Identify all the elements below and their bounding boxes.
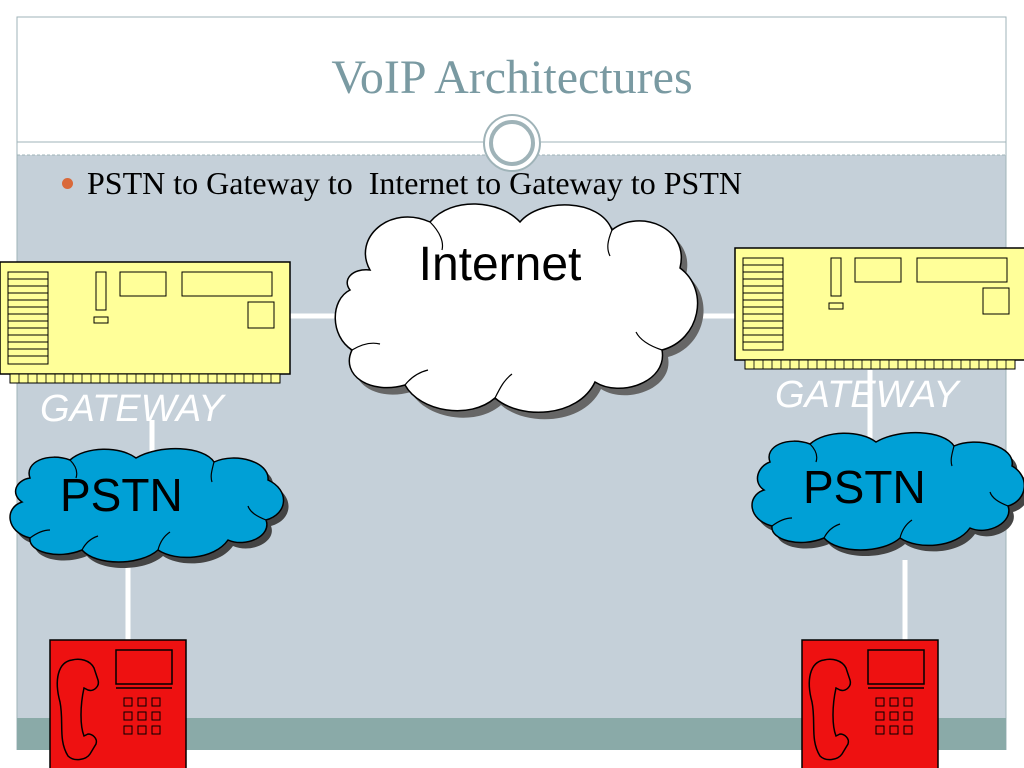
pstn-right-label: PSTN [803, 461, 926, 513]
gateway-left [0, 261, 291, 384]
bullet-item: PSTN to Gateway to Internet to Gateway t… [62, 165, 1002, 202]
pstn-left-label: PSTN [60, 469, 183, 521]
bullet-text: PSTN to Gateway to Internet to Gateway t… [87, 165, 742, 201]
pstn-right-cloud [751, 432, 1024, 556]
gateway-left-label: GATEWAY [40, 388, 224, 430]
pstn-left-cloud [9, 448, 289, 568]
internet-cloud [334, 203, 704, 420]
divider-ornament [483, 114, 541, 172]
slide-title: VoIP Architectures [331, 51, 693, 104]
bullet-dot-icon [62, 178, 73, 190]
gateway-right [734, 247, 1024, 370]
telephone-left-icon [49, 639, 187, 768]
telephone-right-icon [801, 639, 939, 768]
gateway-right-label: GATEWAY [775, 374, 959, 416]
connection-lines [125, 313, 908, 640]
internet-label: Internet [418, 238, 582, 291]
